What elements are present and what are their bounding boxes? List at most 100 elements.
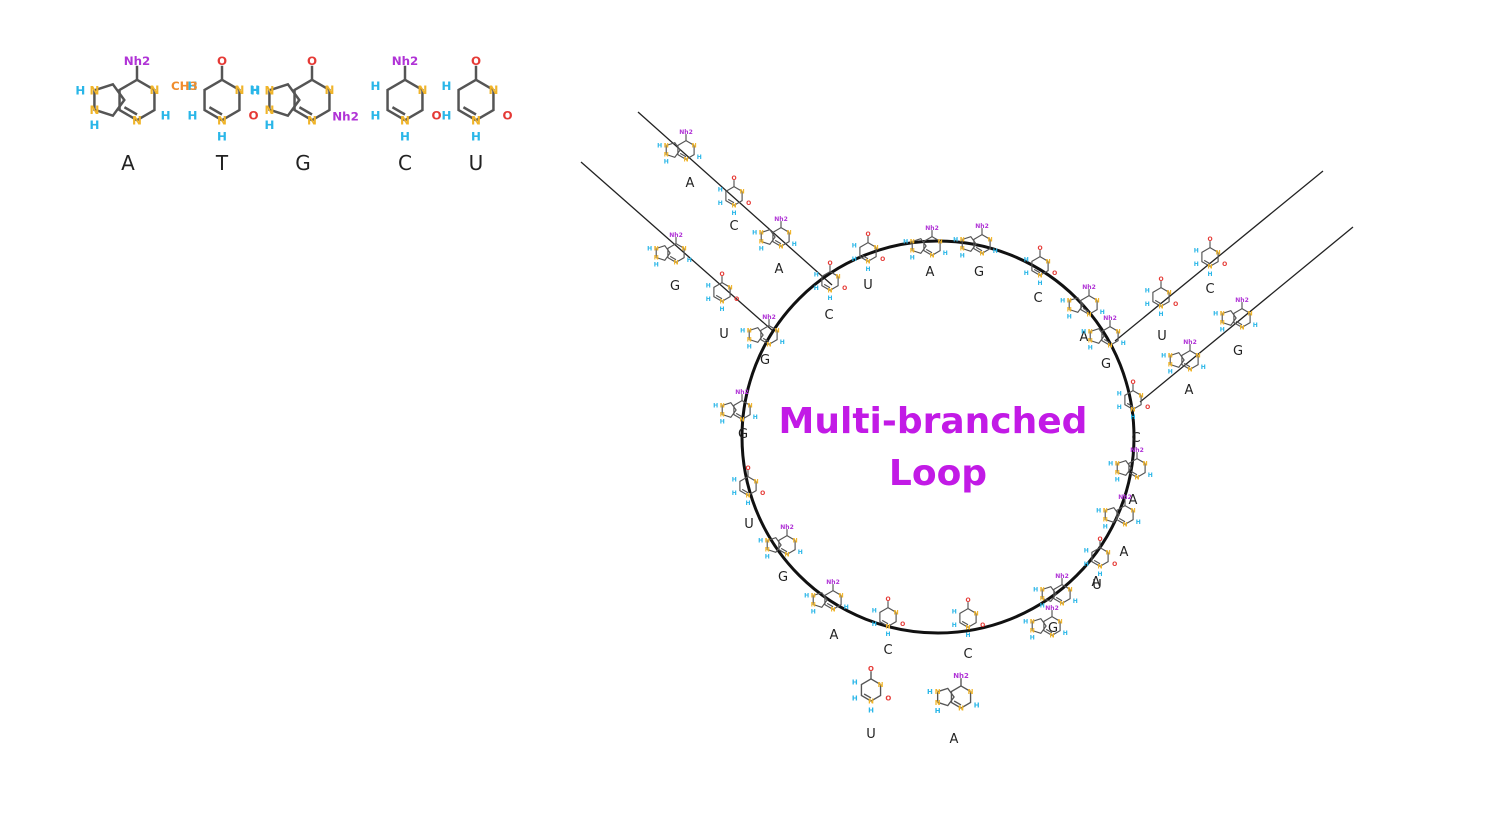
svg-text:N: N bbox=[1088, 329, 1093, 336]
svg-text:H: H bbox=[719, 306, 724, 313]
svg-text:Nh2: Nh2 bbox=[669, 232, 683, 239]
svg-text:N: N bbox=[1134, 474, 1139, 481]
loop-nucleotide-label: A bbox=[1092, 575, 1101, 590]
svg-text:H: H bbox=[471, 129, 481, 143]
svg-text:N: N bbox=[1103, 517, 1108, 524]
svg-text:H: H bbox=[1130, 414, 1135, 421]
svg-text:N: N bbox=[683, 156, 688, 163]
branch-nucleotide-label: C bbox=[729, 219, 738, 234]
svg-text:N: N bbox=[307, 113, 317, 127]
branch-nucleotide-label: U bbox=[719, 327, 729, 342]
svg-text:N: N bbox=[885, 623, 890, 630]
svg-text:H: H bbox=[827, 295, 832, 302]
loop-nucleotide-label: G bbox=[738, 427, 748, 442]
svg-text:H: H bbox=[1081, 329, 1086, 336]
svg-text:N: N bbox=[719, 298, 724, 305]
svg-text:N: N bbox=[1168, 353, 1173, 360]
svg-text:H: H bbox=[1115, 477, 1120, 484]
svg-text:H: H bbox=[89, 118, 99, 132]
svg-text:N: N bbox=[1196, 352, 1201, 359]
svg-text:H: H bbox=[1097, 571, 1102, 578]
loop-nucleotide-label: A bbox=[830, 628, 839, 643]
loop-nucleotide-label: C bbox=[963, 647, 972, 662]
svg-text:H: H bbox=[960, 253, 965, 260]
svg-text:N: N bbox=[910, 248, 915, 255]
svg-text:N: N bbox=[784, 551, 789, 558]
svg-text:N: N bbox=[673, 259, 678, 266]
svg-text:N: N bbox=[765, 547, 770, 554]
svg-text:H: H bbox=[852, 256, 857, 263]
svg-text:H: H bbox=[780, 339, 785, 346]
svg-text:O: O bbox=[734, 296, 739, 303]
svg-text:O: O bbox=[249, 108, 259, 122]
key-label-a: A bbox=[121, 151, 135, 175]
branch-nucleotide-label: G bbox=[670, 279, 680, 294]
svg-text:H: H bbox=[1073, 598, 1078, 605]
svg-text:N: N bbox=[979, 250, 984, 257]
svg-text:H: H bbox=[732, 477, 737, 484]
branch-nucleotide-label: U bbox=[1157, 329, 1167, 344]
svg-text:N: N bbox=[1167, 289, 1172, 296]
loop-title-line2: Loop bbox=[889, 453, 987, 494]
svg-text:O: O bbox=[842, 285, 847, 292]
svg-text:N: N bbox=[1103, 508, 1108, 515]
svg-text:N: N bbox=[324, 83, 334, 97]
svg-text:H: H bbox=[187, 108, 197, 122]
svg-text:H: H bbox=[161, 108, 171, 122]
svg-text:H: H bbox=[1060, 298, 1065, 305]
svg-text:N: N bbox=[728, 284, 733, 291]
svg-text:H: H bbox=[852, 695, 858, 703]
svg-text:H: H bbox=[1096, 508, 1101, 515]
svg-text:N: N bbox=[664, 152, 669, 159]
svg-text:H: H bbox=[1145, 301, 1150, 308]
svg-text:N: N bbox=[1220, 320, 1225, 327]
loop-nucleotide-label: C bbox=[1131, 431, 1140, 446]
svg-text:N: N bbox=[400, 113, 410, 127]
svg-text:N: N bbox=[654, 246, 659, 253]
svg-text:N: N bbox=[731, 202, 736, 209]
branch-line-2 bbox=[637, 111, 833, 286]
svg-text:H: H bbox=[1033, 587, 1038, 594]
svg-text:O: O bbox=[1037, 245, 1042, 252]
svg-text:N: N bbox=[775, 327, 780, 334]
svg-text:N: N bbox=[827, 287, 832, 294]
svg-text:O: O bbox=[719, 271, 724, 278]
key-label-g: G bbox=[295, 151, 311, 175]
svg-text:N: N bbox=[878, 681, 884, 689]
branch-backbones bbox=[580, 111, 1354, 403]
svg-text:N: N bbox=[747, 337, 752, 344]
loop-nucleotide-label: U bbox=[744, 517, 754, 532]
svg-text:N: N bbox=[974, 610, 979, 617]
svg-text:H: H bbox=[187, 79, 197, 93]
svg-text:H: H bbox=[1088, 345, 1093, 352]
svg-text:N: N bbox=[1207, 263, 1212, 270]
svg-text:Nh2: Nh2 bbox=[1130, 447, 1144, 454]
loop-nucleotide-label: U bbox=[1092, 578, 1102, 593]
svg-text:N: N bbox=[417, 83, 427, 97]
svg-text:H: H bbox=[697, 154, 702, 161]
svg-text:O: O bbox=[1052, 270, 1057, 277]
svg-text:N: N bbox=[745, 492, 750, 499]
branch-nucleotide-label: G bbox=[1233, 344, 1243, 359]
svg-text:O: O bbox=[1173, 301, 1178, 308]
svg-text:H: H bbox=[1024, 257, 1029, 264]
svg-text:N: N bbox=[1088, 338, 1093, 345]
svg-text:H: H bbox=[370, 108, 380, 122]
svg-text:Nh2: Nh2 bbox=[124, 54, 151, 68]
loop-nucleotide-label: A bbox=[1120, 545, 1129, 560]
svg-text:H: H bbox=[1158, 311, 1163, 318]
